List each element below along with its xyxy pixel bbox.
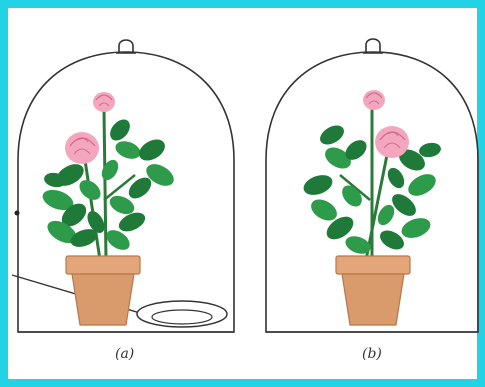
clay-pot-icon [336,256,410,325]
rose-bud-b [363,90,385,110]
rose-bud-a [93,92,115,112]
rose-bloom-b [375,126,409,158]
rose-bloom-a [65,132,99,164]
bell-jar-knob-b [366,39,380,52]
bell-jar-knob-a [119,40,133,52]
clay-pot-icon [66,256,140,325]
pointer-dot-a [15,211,20,216]
watch-glass-icon [137,301,227,327]
panel-a: (a) [12,40,234,362]
panel-b-label: (b) [362,346,382,362]
panel-b: (b) [266,39,478,362]
rose-plant-icon [301,90,442,260]
panel-a-label: (a) [115,346,134,362]
rose-plant-icon [40,92,178,260]
